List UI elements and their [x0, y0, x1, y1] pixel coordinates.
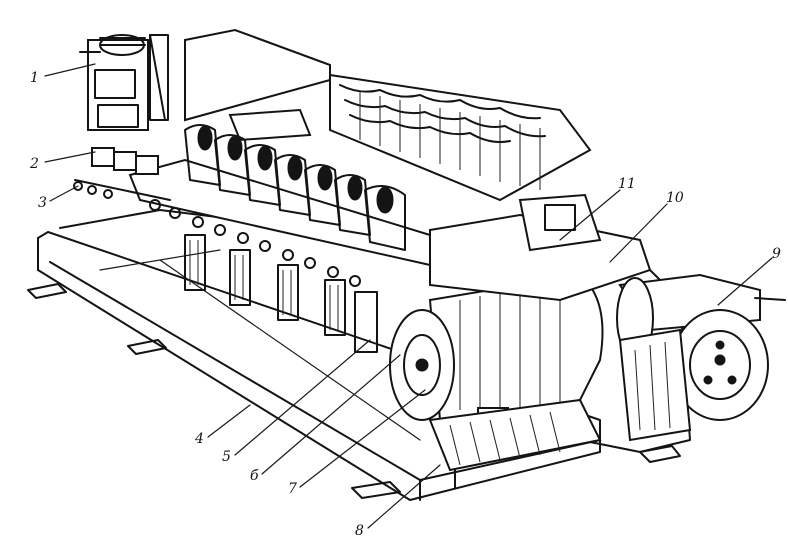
- brake-disc-icon: [616, 273, 786, 442]
- label-10: 10: [666, 190, 684, 206]
- label-11: 11: [618, 176, 636, 192]
- label-5: 5: [222, 449, 231, 465]
- contactor-row-icon: [128, 124, 431, 353]
- arc-chute-icon: [184, 28, 592, 202]
- motor-drum-icon: [389, 193, 652, 431]
- callout-labels: 1 2 3 4 5 б 7 8 9 10 11: [29, 70, 781, 539]
- leader-lines: [44, 63, 773, 529]
- label-2: 2: [29, 156, 39, 172]
- label-8: 8: [355, 523, 364, 539]
- label-6: б: [250, 468, 259, 484]
- label-3: 3: [38, 195, 47, 211]
- lower-support: [428, 398, 602, 472]
- label-1: 1: [30, 70, 39, 86]
- label-4: 4: [194, 431, 204, 447]
- label-9: 9: [772, 246, 781, 262]
- label-7: 7: [288, 481, 297, 497]
- terminal-block-icon: [73, 147, 171, 201]
- relay-coil-icon: [79, 34, 169, 131]
